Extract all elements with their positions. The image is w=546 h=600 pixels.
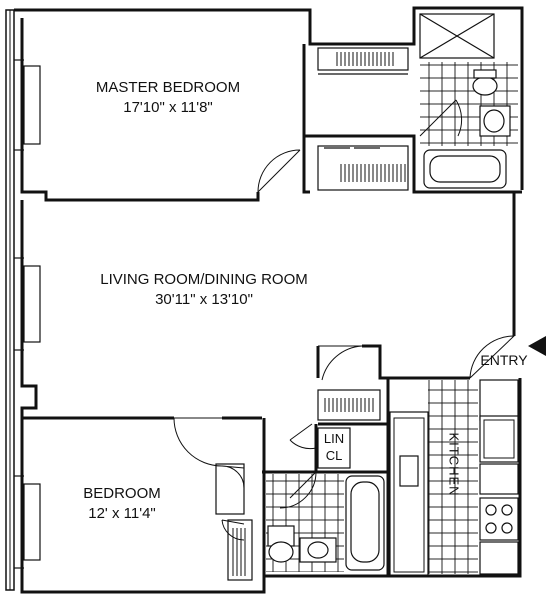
- master-bedroom-name: MASTER BEDROOM: [95, 79, 241, 96]
- master-bedroom-label: MASTER BEDROOM 17'10" x 11'8": [78, 78, 258, 118]
- entry-arrow-icon: [528, 336, 546, 356]
- walls: [14, 6, 524, 594]
- master-closets: [317, 47, 409, 191]
- bedroom-label: BEDROOM 12' x 11'4": [74, 484, 170, 524]
- bedroom-name: BEDROOM: [83, 485, 161, 502]
- bedroom-size: 12' x 11'4": [88, 505, 156, 522]
- living-room-size: 30'11" x 13'10": [155, 291, 253, 308]
- linen-closet-label: LIN CL: [318, 430, 350, 464]
- living-room-name: LIVING ROOM/DINING ROOM: [100, 271, 308, 288]
- master-bath: [419, 13, 518, 189]
- kitchen-label: KITCHEN: [446, 432, 462, 497]
- entry-label: ENTRY: [480, 352, 528, 368]
- bedroom-closets: [215, 463, 253, 581]
- second-bath: [266, 474, 385, 572]
- living-room-label: LIVING ROOM/DINING ROOM 30'11" x 13'10": [84, 270, 324, 310]
- linen-closet-box: [317, 427, 351, 469]
- master-bedroom-size: 17'10" x 11'8": [123, 99, 213, 116]
- kitchen-fixtures: [389, 379, 519, 577]
- linen-closet-line2: CL: [325, 448, 343, 463]
- linen-closet-line1: LIN: [323, 431, 345, 446]
- living-closet: [317, 389, 381, 421]
